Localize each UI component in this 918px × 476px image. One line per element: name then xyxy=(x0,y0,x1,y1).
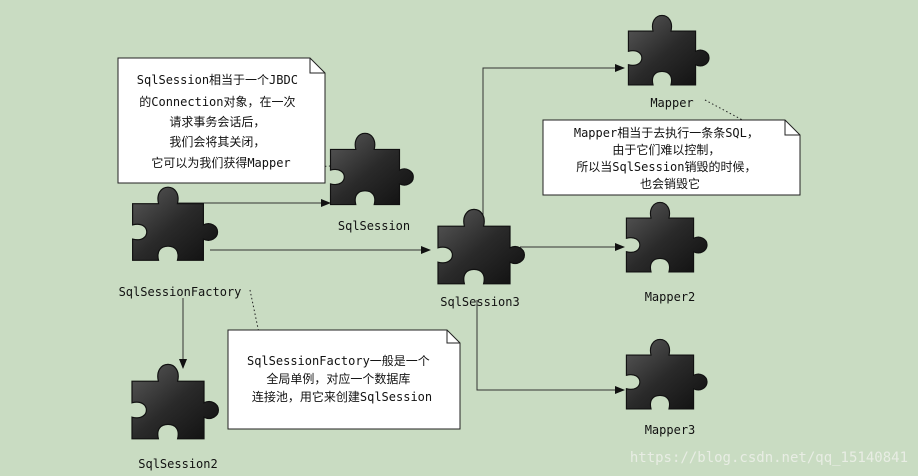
note-line: SqlSession相当于一个JBDC xyxy=(137,73,298,87)
node-sqlsession3: SqlSession3 xyxy=(437,208,526,309)
note-line: 全局单例，对应一个数据库 xyxy=(266,371,410,386)
puzzle-piece-icon xyxy=(437,208,526,285)
node-mapper3: Mapper3 xyxy=(625,338,708,437)
node-sqlsessionfactory: SqlSessionFactory xyxy=(119,186,242,299)
puzzle-piece-icon xyxy=(627,14,710,86)
note-text: Mapper相当于去执行一条条SQL， 由于它们难以控制， 所以当SqlSess… xyxy=(574,126,766,191)
node-label: Mapper3 xyxy=(645,423,696,437)
node-label: Mapper xyxy=(650,96,693,110)
note-line: 也会销毁它 xyxy=(640,176,700,191)
connectors xyxy=(178,64,625,394)
note-line: 由于它们难以控制， xyxy=(612,142,720,157)
note-factory: SqlSessionFactory一般是一个 全局单例，对应一个数据库 连接池，… xyxy=(227,329,461,430)
note-line: 连接池，用它来创建SqlSession xyxy=(252,389,432,404)
arrow-sqlsession3-to-mapper3 xyxy=(476,300,625,394)
node-mapper: Mapper xyxy=(627,14,710,110)
puzzle-piece-icon xyxy=(132,186,219,261)
note-line: 它可以为我们获得Mapper xyxy=(151,155,290,170)
node-mapper2: Mapper2 xyxy=(625,201,708,304)
note-sqlsession: SqlSession相当于一个JBDC 的Connection对象，在一次 请求… xyxy=(117,57,326,184)
note-line: Mapper相当于去执行一条条SQL， xyxy=(574,126,759,140)
note-line: 我们会将其关闭， xyxy=(169,134,265,149)
node-label: SqlSession2 xyxy=(138,457,217,471)
puzzle-piece-icon xyxy=(625,338,708,410)
node-sqlsession: SqlSession xyxy=(329,132,414,233)
puzzle-piece-icon xyxy=(329,132,414,206)
note-line: 所以当SqlSession销毁的时候， xyxy=(576,159,756,174)
watermark: https://blog.csdn.net/qq_15140841 xyxy=(630,450,908,466)
node-label: SqlSession3 xyxy=(440,295,519,309)
node-label: Mapper2 xyxy=(645,290,696,304)
note-line: 的Connection对象，在一次 xyxy=(139,94,295,109)
note-text: SqlSession相当于一个JBDC 的Connection对象，在一次 请求… xyxy=(137,73,305,170)
node-label: SqlSessionFactory xyxy=(119,285,242,299)
puzzle-piece-icon xyxy=(131,363,220,440)
node-label: SqlSession xyxy=(338,219,410,233)
arrow-sqlsession3-to-mapper xyxy=(482,64,625,215)
note-mapper: Mapper相当于去执行一条条SQL， 由于它们难以控制， 所以当SqlSess… xyxy=(542,119,801,196)
puzzle-piece-icon xyxy=(625,201,708,273)
node-sqlsession2: SqlSession2 xyxy=(131,363,220,471)
note-line: 请求事务会话后， xyxy=(169,114,265,129)
note-line: SqlSessionFactory一般是一个 xyxy=(247,353,430,368)
note-text: SqlSessionFactory一般是一个 全局单例，对应一个数据库 连接池，… xyxy=(247,353,437,404)
